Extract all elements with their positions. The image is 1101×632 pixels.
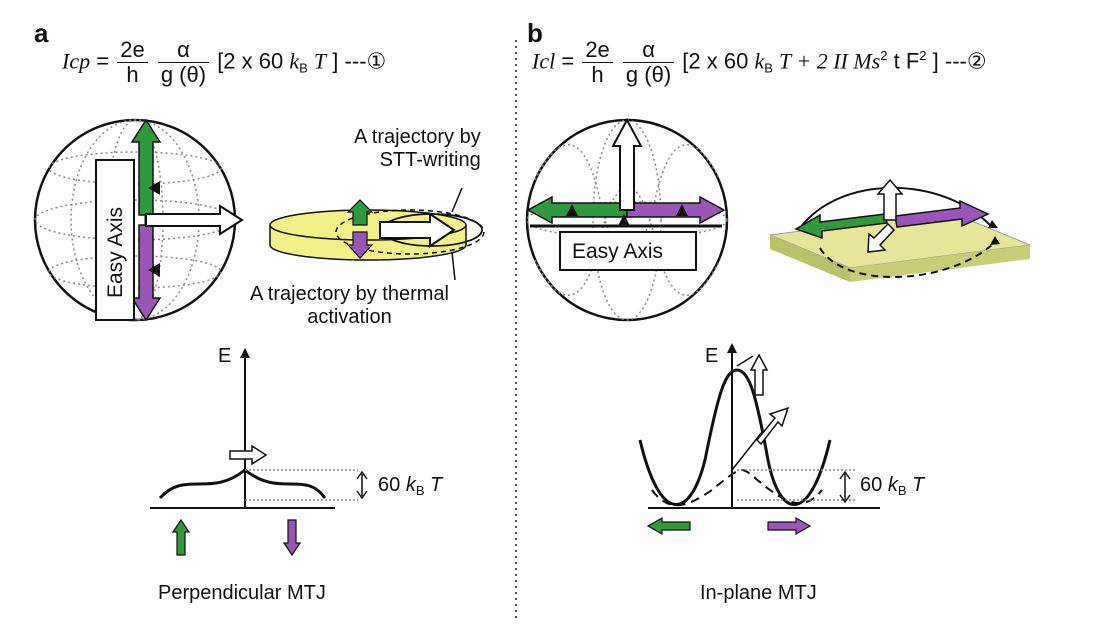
eq-a-k: k <box>289 48 300 74</box>
thermal-label-line2: activation <box>307 306 392 328</box>
panel-b-barrier-prefix: 60 <box>860 474 883 496</box>
panel-b-slab <box>768 178 1032 282</box>
panel-a-disc <box>269 187 485 281</box>
panel-b-sphere <box>525 117 729 322</box>
panel-b-easy-axis-label: Easy Axis <box>572 240 664 263</box>
panel-b-barrier-T: T <box>912 474 925 496</box>
panel-b-label: b <box>527 18 543 48</box>
eq-b-equals: = <box>561 48 575 74</box>
panel-b-caption: In-plane MTJ <box>700 582 817 604</box>
panel-a-barrier-prefix: 60 <box>378 474 401 496</box>
eq-a-frac1-num: 2e <box>117 38 148 63</box>
panel-b-barrier-sub: B <box>897 483 907 498</box>
eq-a-frac2-num: α <box>157 38 210 63</box>
thermal-label-line1: A trajectory by thermal <box>250 283 449 305</box>
thermal-trajectory-label: A trajectory by thermal activation <box>250 283 449 329</box>
panel-a-caption: Perpendicular MTJ <box>158 582 326 604</box>
eq-a-frac2-den: g (θ) <box>160 62 207 87</box>
eq-a-k-sub: B <box>299 60 308 76</box>
eq-a-frac1-den: h <box>126 62 139 87</box>
eq-b-frac1: 2e h <box>582 38 613 87</box>
eq-b-frac2-num: α <box>622 38 675 63</box>
panel-b-barrier-k: k <box>887 474 898 496</box>
panel-a-barrier-sub: B <box>415 483 425 498</box>
panel-a-easy-axis-label: Easy Axis <box>104 206 127 298</box>
eq-a-bracket-open: [2 x 60 <box>217 48 284 74</box>
eq-b-frac2-den: g (θ) <box>625 62 672 87</box>
panel-b-equation: Icl = 2e h α g (θ) [2 x 60 kB T + 2 II M… <box>532 38 987 87</box>
panel-b-barrier-label: 60 kB T <box>860 474 924 498</box>
stt-label-line2: STT-writing <box>379 149 481 171</box>
panel-a-equation: Icp = 2e h α g (θ) [2 x 60 kB T ] ---① <box>62 38 386 87</box>
eq-b-mid: t F <box>887 48 920 74</box>
purple-down-arrow <box>130 224 162 322</box>
eq-a-bracket-close: ] <box>332 48 339 74</box>
eq-b-k: k <box>754 48 765 74</box>
panel-b-energy-axis-label: E <box>705 345 719 367</box>
eq-b-lhs: Icl <box>532 48 556 74</box>
eq-b-T-plus: T + 2 II Ms <box>779 48 881 74</box>
panel-a-barrier-k: k <box>405 474 416 496</box>
eq-b-bracket-close: ] <box>932 48 939 74</box>
panel-b-energy-plot <box>638 343 880 536</box>
eq-b-k-sub: B <box>764 60 773 76</box>
panel-a-sphere <box>33 118 244 322</box>
eq-b-sup2: 2 <box>919 47 927 63</box>
stt-trajectory-label: A trajectory by STT-writing <box>354 126 481 172</box>
eq-b-frac2: α g (θ) <box>622 38 675 87</box>
panel-a-energy-plot <box>150 348 368 557</box>
eq-b-bracket-open: [2 x 60 <box>682 48 749 74</box>
eq-a-frac2: α g (θ) <box>157 38 210 87</box>
eq-a-lhs: Icp <box>62 48 91 74</box>
panel-a-barrier-T: T <box>430 474 443 496</box>
eq-a-T: T <box>313 48 327 74</box>
eq-b-sup1: 2 <box>880 47 888 63</box>
eq-b-frac1-den: h <box>591 62 604 87</box>
eq-b-frac1-num: 2e <box>582 38 613 63</box>
eq-a-frac1: 2e h <box>117 38 148 87</box>
eq-b-tag: ---② <box>944 48 987 74</box>
green-up-arrow <box>130 118 162 216</box>
panel-a-barrier-label: 60 kB T <box>378 474 442 498</box>
panel-a-energy-axis-label: E <box>218 345 232 367</box>
panel-a-label: a <box>34 18 49 48</box>
white-right-arrow <box>145 204 244 236</box>
eq-a-tag: ---① <box>344 48 387 74</box>
stt-label-line1: A trajectory by <box>354 126 481 148</box>
eq-a-equals: = <box>96 48 110 74</box>
